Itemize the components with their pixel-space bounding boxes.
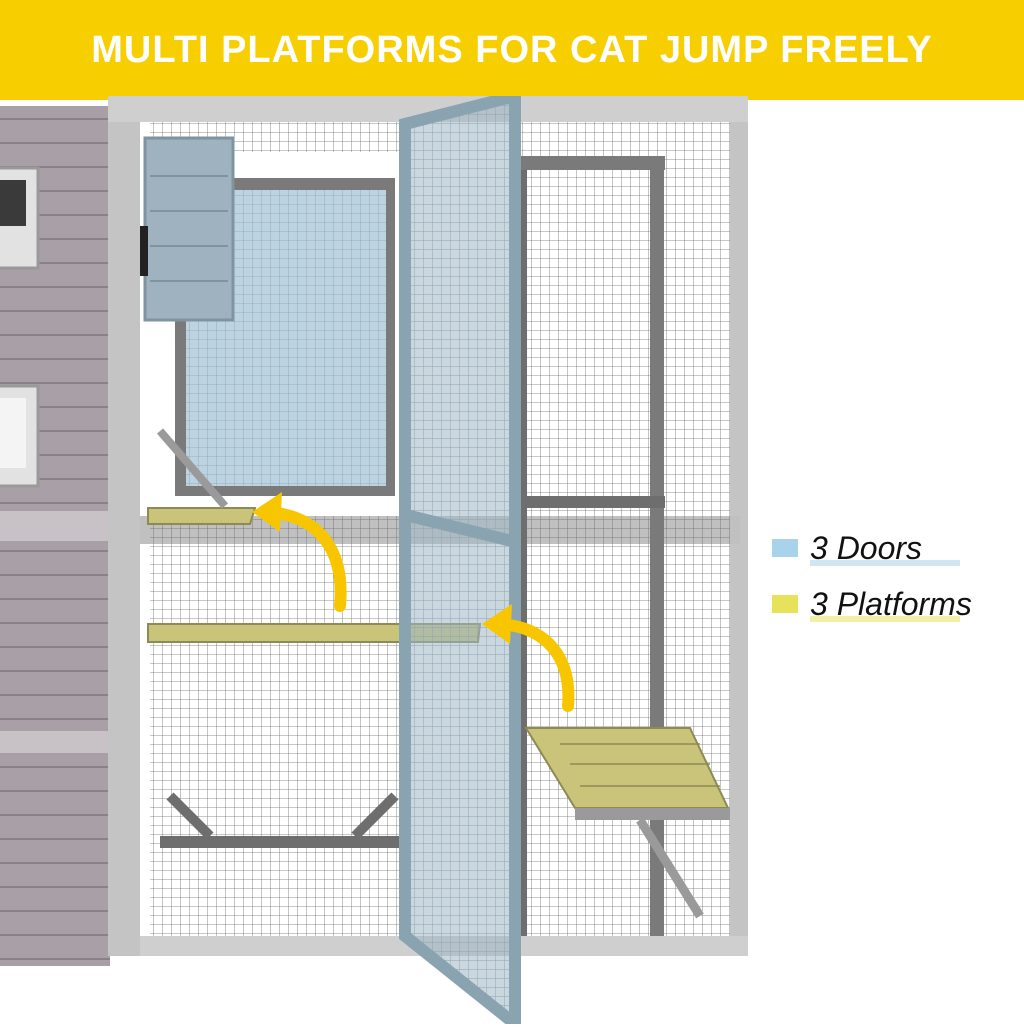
legend-item-doors: 3 Doors [772, 520, 1022, 576]
platforms-underline [810, 616, 960, 622]
platforms [147, 428, 730, 919]
legend-label-platforms: 3 Platforms [810, 585, 972, 622]
doors-underline [810, 560, 960, 566]
top-banner: MULTI PLATFORMS FOR CAT JUMP FREELY [0, 0, 1024, 100]
legend-label-doors: 3 Doors [810, 529, 923, 566]
legend-item-platforms: 3 Platforms [772, 576, 1022, 632]
small-hatch-door [140, 136, 235, 322]
banner-title: MULTI PLATFORMS FOR CAT JUMP FREELY [91, 28, 933, 71]
feature-legend: 3 Doors 3 Platforms [772, 520, 1022, 632]
main-open-door [399, 88, 521, 1029]
catio-illustration [0, 88, 760, 1029]
doors-color-swatch [772, 539, 798, 557]
jump-arrows [252, 492, 575, 712]
cat-house [0, 106, 138, 966]
platforms-color-swatch [772, 595, 798, 613]
